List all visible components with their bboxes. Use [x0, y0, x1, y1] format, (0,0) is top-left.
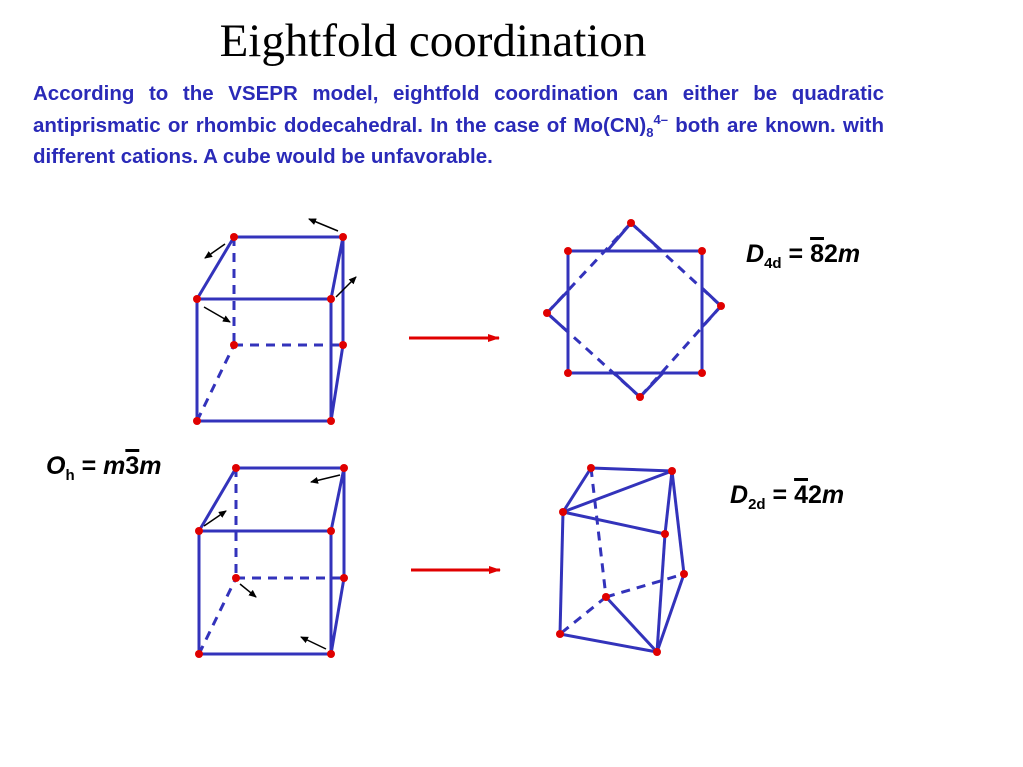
cube-top — [195, 235, 345, 423]
oh-symmetry-label: Oh = m3m — [46, 452, 162, 484]
cube-top-rotation-arrows — [203, 218, 357, 323]
d2d-symmetry-label: D2d = 42m — [730, 481, 845, 513]
cube-bottom-rotation-arrows — [203, 474, 341, 650]
d4d-symmetry-label: D4d = 82m — [746, 240, 861, 272]
cube-top-vertices — [193, 233, 347, 425]
dodecahedron — [558, 466, 686, 654]
paragraph-text-1: According to the VSEPR model, eightfold … — [33, 82, 884, 137]
dodecahedron-vertices — [556, 464, 688, 656]
square-antiprism-vertices — [543, 219, 725, 401]
intro-paragraph: According to the VSEPR model, eightfold … — [33, 78, 884, 173]
cube-bottom — [197, 466, 346, 656]
square-antiprism — [545, 221, 723, 399]
paragraph-subscript: 8 — [646, 124, 654, 140]
paragraph-superscript: 4– — [653, 111, 668, 127]
page-title: Eightfold coordination — [219, 15, 647, 67]
cube-bottom-vertices — [195, 464, 348, 658]
paragraph-text-2: both are known. with different cations. … — [33, 113, 885, 169]
